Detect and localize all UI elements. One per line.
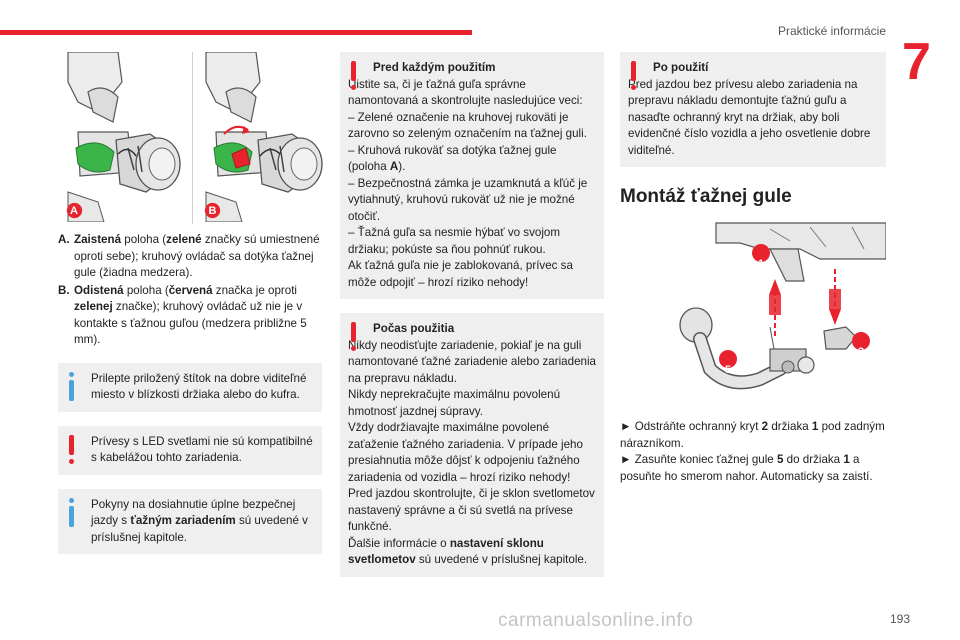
- step-ref: 1: [843, 453, 850, 466]
- definition-text: značke); kruhový ovládač už nie je v kon…: [74, 300, 307, 346]
- warning-text: Ak ťažná guľa nie je zablokovaná, prívес…: [348, 259, 573, 289]
- callout-2: 2: [858, 346, 865, 358]
- definition-text: poloha (: [123, 283, 169, 297]
- step-1: ► Odstráňte ochranný kryt 2 držiaka 1 po…: [620, 419, 886, 452]
- warning-icon: [348, 61, 359, 91]
- checklist-item: – Kruhová rukoväť sa dotýka ťažnej gule …: [348, 143, 596, 176]
- info-text-bold: ťažným zariadením: [130, 514, 236, 527]
- column-middle: Pred každým použitím Uistite sa, či je ť…: [340, 52, 604, 577]
- step-text: ► Zasuňte koniec ťažnej gule: [620, 453, 777, 466]
- definition-item-b: B. Odistená poloha (červená značka je op…: [58, 283, 322, 349]
- warning-text: Prívesy s LED svetlami nie sú kompatibil…: [91, 434, 313, 465]
- top-accent-bar: [0, 30, 472, 35]
- watermark: carmanualsonline.info: [498, 610, 694, 631]
- info-icon: [66, 371, 77, 402]
- warning-text: Uistite sa, či je ťažná guľa správne nam…: [348, 77, 583, 108]
- warning-icon: [348, 322, 359, 352]
- towball-unlocked-illustration: [196, 52, 324, 222]
- warning-title: Po použití: [653, 61, 709, 74]
- checklist-bold: A: [389, 160, 399, 173]
- warning-text: Pred jazdou bez prívesu alebo zariadenia…: [628, 77, 871, 157]
- mounting-diagram: 1 2 5: [620, 219, 886, 409]
- warning-icon: [66, 434, 77, 465]
- chapter-number: 7: [902, 33, 931, 91]
- info-text-part: sú uvedené v príslušnej kapitole.: [91, 514, 308, 544]
- definition-text: poloha (: [121, 233, 167, 246]
- figure-unlocked-position: B: [196, 52, 324, 222]
- warning-text: Vždy dodržiavajte maximálne povolené zať…: [348, 421, 583, 484]
- towball-mounting-illustration: [620, 219, 886, 409]
- definition-text: značky sú umiestnené oproti sebe); kruho…: [74, 233, 320, 279]
- warning-text: Ďalšie informácie o nastavení sklonu sve…: [348, 536, 596, 569]
- checklist-item: – Bezpečnostná zámka je uzamknutá a kľúč…: [348, 176, 588, 223]
- towball-locked-illustration: [58, 52, 186, 222]
- callout-1: 1: [758, 258, 765, 270]
- warning-text: Pred jazdou skontrolujte, či je sklon sv…: [348, 487, 595, 533]
- info-box-safety: Pokyny na dosiahnutie úplne bezpečnej ja…: [58, 488, 322, 554]
- lock-position-figure: A B: [58, 52, 324, 224]
- label-b-badge: [204, 202, 221, 219]
- definition-text: značka je oproti: [212, 283, 298, 297]
- warning-text: Nikdy neodisťujte zariadenie, pokiaľ je …: [348, 338, 596, 385]
- checklist-text: ).: [398, 160, 406, 173]
- info-text: Prilepte priložený štítok na dobre vidit…: [91, 371, 307, 402]
- warning-text-bold: nastavení sklonu svetlometov: [348, 536, 544, 567]
- step-text: a posuňte ho smerom nahor. Automaticky s…: [620, 453, 873, 483]
- label-a: A: [70, 205, 78, 217]
- warning-text: Nikdy neprekračujte maximálnu povolenú h…: [348, 388, 561, 418]
- warning-box-during-use: Počas použitia Nikdy neodisťujte zariade…: [340, 313, 604, 577]
- definition-term: Odistená: [74, 283, 124, 297]
- info-text-part: Pokyny na dosiahnutie úplne bezpečnej ja…: [91, 497, 296, 528]
- definition-letter: A.: [58, 233, 70, 246]
- definition-color: zelené: [166, 233, 202, 246]
- warning-text-part: sú uvedené v príslušnej kapitole.: [415, 553, 588, 566]
- definition-color: zelenej: [74, 300, 113, 313]
- figure-divider: [192, 52, 193, 224]
- warning-icon: [628, 61, 639, 91]
- warning-title: Počas použitia: [373, 322, 455, 335]
- step-text: ► Odstráňte ochranný kryt: [620, 420, 762, 433]
- warning-title: Pred každým použitím: [373, 61, 496, 74]
- position-definitions: A. Zaistená poloha (zelené značky sú umi…: [58, 232, 322, 349]
- checklist-text: – Kruhová rukoväť sa dotýka ťažnej gule …: [348, 143, 557, 174]
- step-ref: 2: [761, 420, 769, 433]
- section-title: Praktické informácie: [777, 24, 886, 38]
- column-left: A B: [58, 52, 324, 554]
- callout-5: 5: [725, 364, 732, 376]
- definition-item-a: A. Zaistená poloha (zelené značky sú umi…: [58, 232, 322, 282]
- page-number: 193: [889, 612, 910, 626]
- warning-box-led: Prívesy s LED svetlami nie sú kompatibil…: [58, 425, 322, 475]
- column-right: Po použití Pred jazdou bez prívesu alebo…: [620, 52, 886, 485]
- label-b: B: [208, 205, 217, 217]
- checklist-item: – Ťažná guľa sa nesmie hýbať vo svojom d…: [348, 226, 561, 256]
- step-text: držiaka: [768, 420, 812, 433]
- definition-color: červená: [168, 283, 213, 297]
- definition-term: Zaistená: [74, 233, 122, 246]
- step-text: pod zadným nárazníkom.: [620, 420, 885, 450]
- checklist-item: – Zelené označenie na kruhovej rukoväti …: [348, 110, 587, 141]
- step-text: do držiaka: [783, 453, 844, 466]
- warning-box-before-use: Pred každým použitím Uistite sa, či je ť…: [340, 52, 604, 299]
- step-ref: 1: [811, 420, 819, 433]
- label-a-badge: [66, 202, 83, 219]
- warning-text-part: Ďalšie informácie o: [348, 536, 450, 550]
- warning-box-after-use: Po použití Pred jazdou bez prívesu alebo…: [620, 52, 886, 167]
- info-text: Pokyny na dosiahnutie úplne bezpečnej ja…: [66, 497, 314, 547]
- step-2: ► Zasuňte koniec ťažnej gule 5 do držiak…: [620, 452, 886, 485]
- section-heading: Montáž ťažnej gule: [620, 186, 792, 207]
- info-icon: [66, 497, 77, 528]
- figure-locked-position: A: [58, 52, 186, 222]
- step-ref: 5: [776, 453, 784, 466]
- info-box-label: Prilepte priložený štítok na dobre vidit…: [58, 362, 322, 412]
- definition-letter: B.: [58, 283, 70, 297]
